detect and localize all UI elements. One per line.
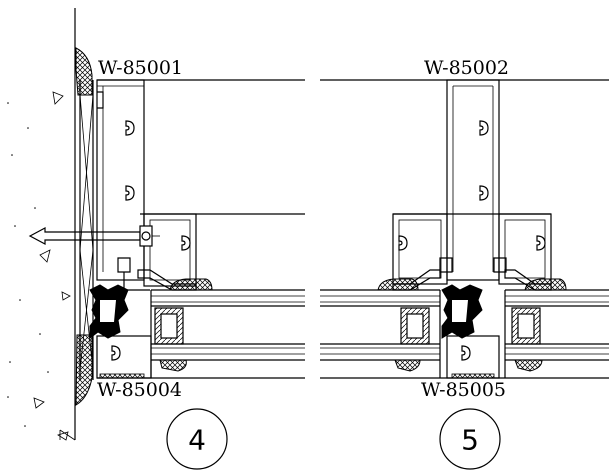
label-w85002: W-85002 bbox=[424, 57, 509, 79]
right-mullion-detail bbox=[320, 79, 609, 379]
label-w85001: W-85001 bbox=[98, 57, 183, 79]
right-top-seal-left bbox=[377, 278, 419, 291]
concrete-wall bbox=[7, 8, 76, 441]
left-bottom-seal bbox=[159, 359, 187, 372]
infill-board bbox=[79, 80, 94, 380]
left-top-seal bbox=[169, 278, 213, 291]
right-bottom-seal-right bbox=[514, 359, 543, 372]
right-bottom-seal-left bbox=[394, 359, 421, 372]
callout-circle-5 bbox=[439, 408, 501, 470]
label-w85004: W-85004 bbox=[97, 379, 182, 401]
right-top-seal-right bbox=[524, 278, 567, 291]
callout-circle-4 bbox=[166, 408, 228, 470]
top-sealant bbox=[75, 47, 93, 96]
left-mullion-detail bbox=[28, 79, 305, 379]
callout-number-4: 4 bbox=[188, 424, 206, 457]
bottom-sealant bbox=[75, 334, 93, 406]
label-w85005: W-85005 bbox=[421, 379, 506, 401]
callout-number-5: 5 bbox=[461, 424, 479, 457]
